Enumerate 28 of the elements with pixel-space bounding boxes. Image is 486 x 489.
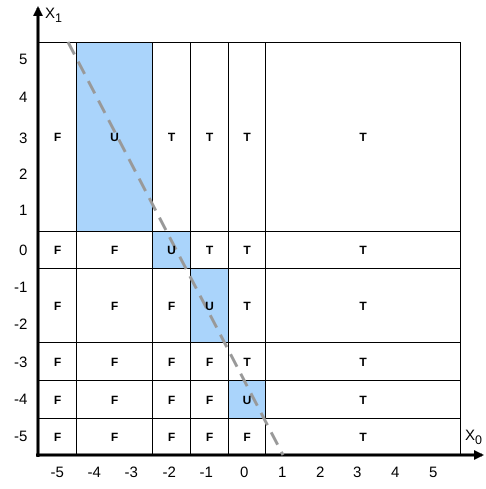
tick-label: 2 (316, 464, 324, 480)
table-cell: U (152, 231, 191, 269)
tick-label: 4 (391, 464, 400, 480)
tick-label: -3 (124, 464, 138, 480)
axis-label: X$_{1}$ (45, 5, 62, 27)
tick-label: -5 (50, 464, 64, 480)
tick-label: 5 (19, 50, 28, 68)
tick-label: -2 (162, 464, 176, 480)
tick-label: 0 (240, 464, 248, 480)
tick-label: 3 (353, 464, 362, 480)
axis-label: X$_{0}$ (465, 427, 482, 449)
tick-label: 1 (278, 464, 286, 480)
tick-label: 3 (19, 130, 28, 146)
tick-label: -3 (14, 354, 28, 370)
tick-label: -4 (88, 464, 101, 480)
tick-label: -4 (14, 390, 28, 408)
tick-label: -1 (200, 464, 213, 480)
tick-label: 1 (19, 202, 28, 218)
tick-label: 0 (19, 242, 28, 258)
tick-label: 4 (19, 88, 28, 106)
table-cell: U (76, 42, 153, 232)
tick-label: -2 (14, 316, 28, 332)
tick-label: -1 (14, 278, 28, 296)
tick-label: -5 (14, 428, 28, 444)
table-cell: U (190, 268, 229, 343)
tick-label: 2 (19, 166, 28, 182)
table-cell: T (265, 42, 461, 232)
tick-label: 5 (429, 464, 438, 480)
